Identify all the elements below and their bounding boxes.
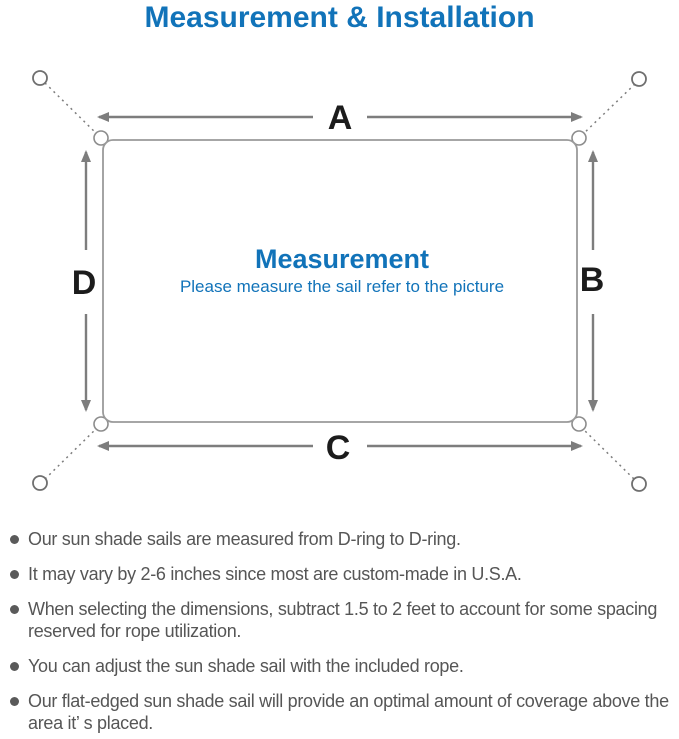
list-item: Our sun shade sails are measured from D-… — [10, 528, 675, 550]
dimension-label-a: A — [328, 99, 353, 137]
anchor-point-icon-bottom-right — [631, 476, 647, 492]
sail-outline — [102, 139, 578, 423]
bullet-icon — [10, 535, 19, 544]
list-item: Our flat-edged sun shade sail will provi… — [10, 690, 675, 734]
page-title: Measurement & Installation — [144, 1, 535, 34]
measurement-diagram: A C D B Measurement Please measure the s… — [32, 70, 647, 492]
d-ring-icon-bottom-left — [93, 416, 109, 432]
tether-line-bottom-left — [44, 425, 100, 480]
bullet-icon — [10, 605, 19, 614]
note-text: You can adjust the sun shade sail with t… — [28, 656, 464, 676]
d-ring-icon-top-left — [93, 130, 109, 146]
list-item: When selecting the dimensions, subtract … — [10, 598, 675, 642]
dimension-label-c: C — [326, 429, 351, 467]
list-item: You can adjust the sun shade sail with t… — [10, 655, 675, 677]
dimension-label-d: D — [72, 264, 97, 302]
tether-line-top-right — [580, 83, 636, 137]
anchor-point-icon-bottom-left — [32, 475, 48, 491]
note-text: It may vary by 2-6 inches since most are… — [28, 564, 522, 584]
bullet-icon — [10, 697, 19, 706]
note-text: Our flat-edged sun shade sail will provi… — [28, 691, 669, 733]
note-text: When selecting the dimensions, subtract … — [28, 599, 658, 641]
d-ring-icon-bottom-right — [571, 416, 587, 432]
tether-line-top-left — [44, 82, 100, 137]
d-ring-icon-top-right — [571, 130, 587, 146]
diagram-center-subtitle: Please measure the sail refer to the pic… — [180, 277, 504, 296]
bullet-icon — [10, 570, 19, 579]
list-item: It may vary by 2-6 inches since most are… — [10, 563, 675, 585]
anchor-point-icon-top-right — [631, 71, 647, 87]
diagram-center-title: Measurement — [255, 244, 429, 274]
anchor-point-icon-top-left — [32, 70, 48, 86]
bullet-icon — [10, 662, 19, 671]
tether-line-bottom-right — [580, 426, 636, 481]
dimension-label-b: B — [580, 261, 605, 299]
notes-list: Our sun shade sails are measured from D-… — [0, 528, 679, 739]
note-text: Our sun shade sails are measured from D-… — [28, 529, 461, 549]
